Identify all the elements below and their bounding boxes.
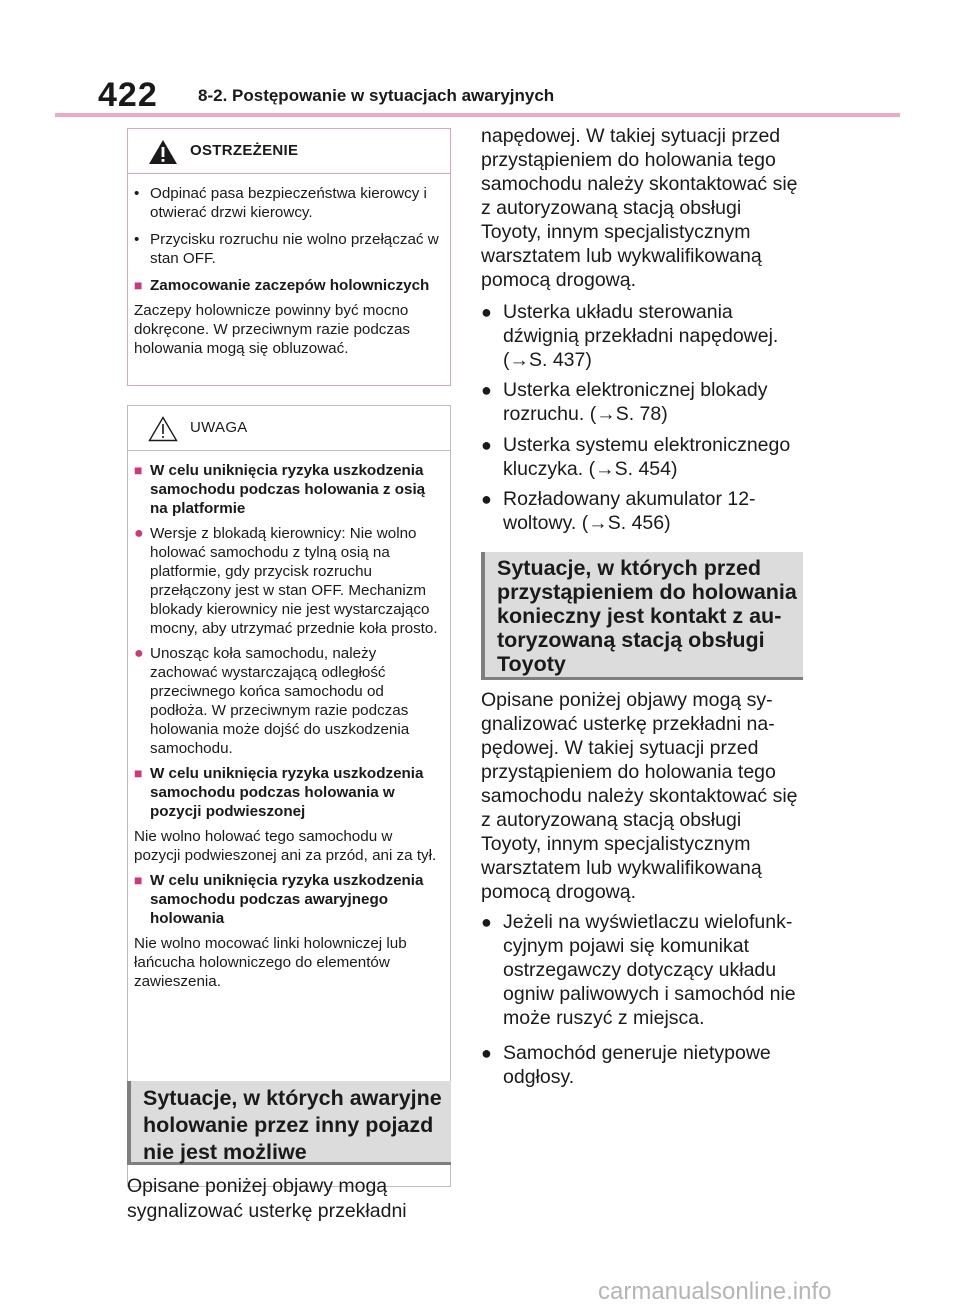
warning-box-header: OSTRZEŻENIE bbox=[128, 129, 450, 174]
caution-subheading: ■W celu uniknięcia ryzyka uszko­dzenia s… bbox=[134, 765, 424, 820]
list-item: ●Usterka układu sterowania dźwignią prze… bbox=[481, 301, 779, 371]
caution-text: Nie wolno holować tego samochodu w pozyc… bbox=[134, 828, 437, 864]
warning-triangle-icon bbox=[149, 140, 177, 164]
caution-text: Nie wolno mocować linki holowniczej lub … bbox=[134, 935, 407, 990]
list-item: ●Wersje z blokadą kierownicy: Nie wolno … bbox=[134, 525, 438, 637]
section-title: 8-2. Postępowanie w sytuacjach awaryjnyc… bbox=[198, 86, 555, 105]
paragraph: Opisane poniżej objawy mogą sygnalizować… bbox=[127, 1175, 407, 1222]
paragraph: napędowej. W takiej sytuacji przed przys… bbox=[481, 125, 798, 291]
header-divider bbox=[55, 113, 900, 117]
warning-box: OSTRZEŻENIE •Odpinać pasa bezpieczeństwa… bbox=[127, 128, 451, 386]
section-heading: Sytuacje, w których przed przystąpieniem… bbox=[481, 552, 803, 680]
watermark-text: carmanualsonline.info bbox=[598, 1278, 832, 1305]
page-number: 422 bbox=[98, 76, 158, 114]
list-item: •Odpinać pasa bezpieczeństwa kie­rowcy i… bbox=[134, 185, 427, 221]
list-item: ●Samochód generuje nietypowe odgłosy. bbox=[481, 1042, 771, 1088]
caution-subheading: ■W celu uniknięcia ryzyka uszko­dzenia s… bbox=[134, 462, 426, 517]
paragraph: Opisane poniżej objawy mogą sy­gnalizowa… bbox=[481, 689, 798, 903]
warning-title: OSTRZEŻENIE bbox=[190, 142, 299, 159]
warning-subheading: ■Zamocowanie zaczepów holow­niczych bbox=[134, 277, 430, 294]
section-heading: Sytuacje, w których awaryjne holowanie p… bbox=[127, 1081, 451, 1165]
caution-title: UWAGA bbox=[190, 419, 248, 436]
caution-subheading: ■W celu uniknięcia ryzyka uszko­dzenia s… bbox=[134, 872, 424, 927]
list-item: ●Usterka systemu elektronicznego kluczyk… bbox=[481, 434, 791, 480]
list-item: •Przycisku rozruchu nie wolno prze­łącza… bbox=[134, 231, 439, 267]
list-item: ●Rozładowany akumulator 12-woltowy. (→S.… bbox=[481, 488, 756, 534]
page-header: 422 8-2. Postępowanie w sytuacjach awary… bbox=[98, 76, 900, 116]
caution-box-header: UWAGA bbox=[128, 406, 450, 451]
warning-text: Zaczepy holownicze powinny być moc­no do… bbox=[134, 302, 411, 357]
caution-box: UWAGA ■W celu uniknięcia ryzyka uszko­dz… bbox=[127, 405, 451, 1187]
list-item: ●Unosząc koła samochodu, należy zachować… bbox=[134, 645, 410, 757]
caution-triangle-icon bbox=[148, 416, 178, 442]
list-item: ●Usterka elektronicznej blokady rozruchu… bbox=[481, 379, 768, 425]
list-item: ●Jeżeli na wyświetlaczu wielofunk­cyjnym… bbox=[481, 911, 796, 1029]
